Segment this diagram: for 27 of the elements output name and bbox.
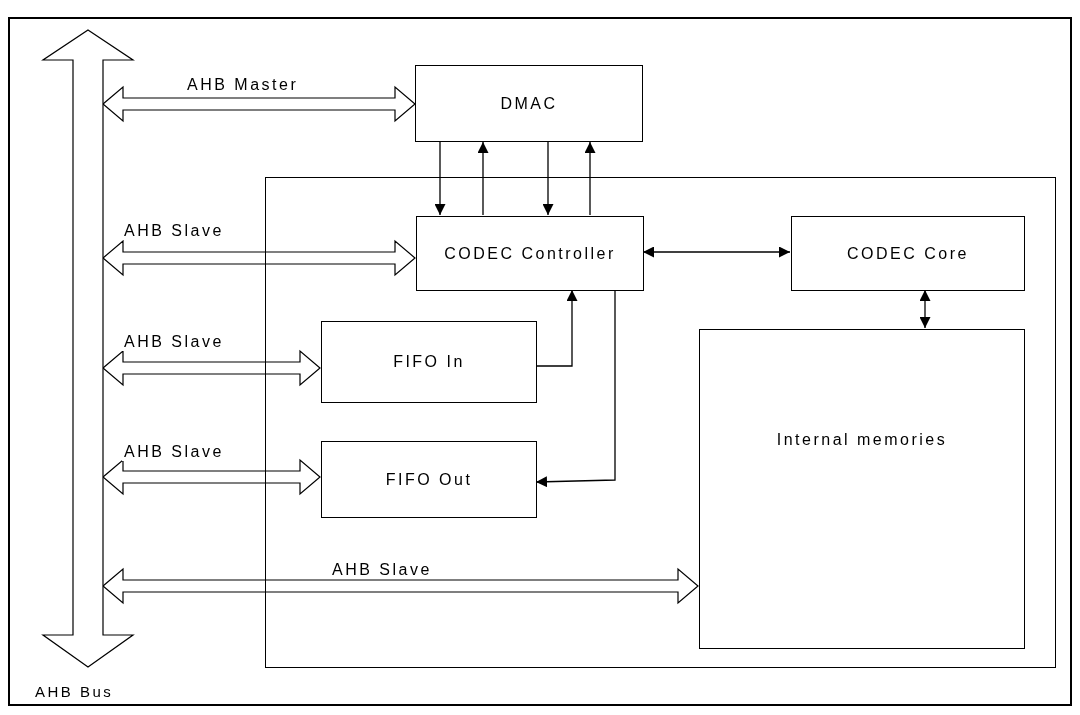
- block-box: [416, 216, 644, 291]
- block-label: CODEC Core: [847, 243, 969, 264]
- arrow: [919, 289, 931, 329]
- arrow: [535, 289, 616, 488]
- arrow: [434, 141, 446, 216]
- arrow: [584, 141, 596, 216]
- block-box: [791, 216, 1025, 291]
- block-box: [321, 441, 537, 518]
- bus-connector-arrow: [102, 567, 699, 605]
- block-label: FIFO Out: [385, 469, 473, 490]
- arrow: [535, 289, 578, 367]
- block-label: DMAC: [500, 93, 558, 114]
- bus-connector-arrow: [102, 85, 416, 123]
- bus-connector-arrow: [102, 239, 416, 277]
- arrow: [477, 141, 489, 216]
- arrow: [542, 141, 554, 216]
- bus-connector-arrow: [102, 349, 321, 387]
- block-box: [415, 65, 643, 142]
- arrow: [642, 246, 791, 258]
- block-label: Internal memories: [776, 430, 948, 450]
- block-box: [321, 321, 537, 403]
- block-label: CODEC Controller: [444, 243, 616, 264]
- bus-label: AHB Bus: [35, 682, 114, 702]
- bus-connector-arrow: [102, 458, 321, 496]
- subsystem-box: [265, 177, 1056, 668]
- block-label: FIFO In: [393, 352, 465, 372]
- block-box: [699, 329, 1025, 649]
